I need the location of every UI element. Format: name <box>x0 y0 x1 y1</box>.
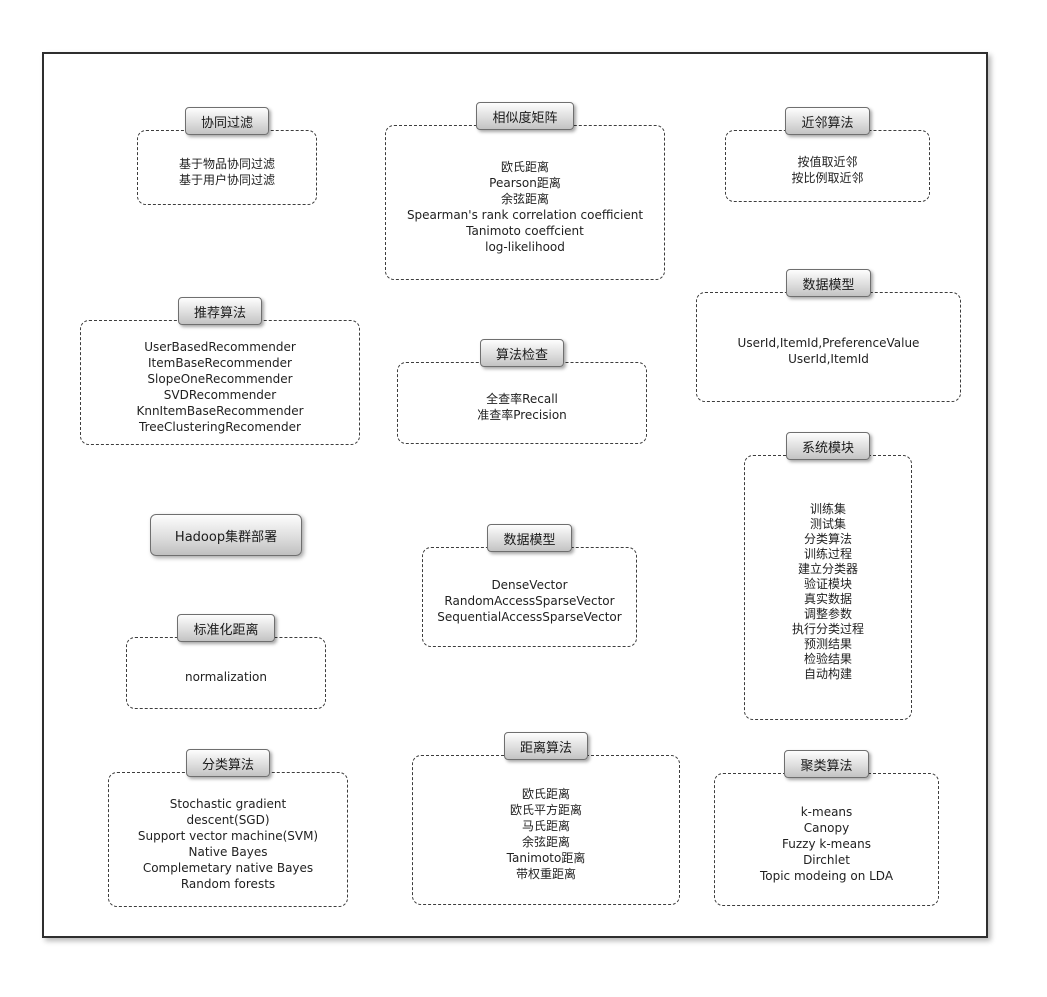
group-algorithm-evaluation: 算法检查 全查率Recall 准查率Precision <box>397 339 647 444</box>
node-title-data-model-vectors[interactable]: 数据模型 <box>487 524 572 552</box>
node-item: Stochastic gradient descent(SGD) <box>169 796 287 827</box>
node-body-distance-algorithms[interactable]: 欧氏距离 欧氏平方距离 马氏距离 余弦距离 Tanimoto距离 带权重距离 <box>412 755 680 905</box>
node-title-recommender-algorithms[interactable]: 推荐算法 <box>177 297 262 325</box>
node-title-nearest-neighbor[interactable]: 近邻算法 <box>785 107 870 135</box>
node-item: 调整参数 <box>803 606 852 621</box>
node-item: k-means <box>800 804 853 819</box>
node-item: UserBasedRecommender <box>144 339 296 354</box>
node-body-system-modules[interactable]: 训练集 测试集 分类算法 训练过程 建立分类器 验证模块 真实数据 调整参数 执… <box>744 455 912 720</box>
node-item: Fuzzy k-means <box>782 836 871 851</box>
node-item: 自动构建 <box>803 666 852 681</box>
hadoop-cluster-node[interactable]: Hadoop集群部署 <box>150 514 302 556</box>
node-item: TreeClusteringRecomender <box>139 419 301 434</box>
node-item: 基于用户协同过滤 <box>178 172 275 187</box>
node-body-normalized-distance[interactable]: normalization <box>126 637 326 709</box>
node-item: normalization <box>184 670 268 684</box>
node-title-data-model-preference[interactable]: 数据模型 <box>786 269 871 297</box>
node-item: 欧氏距离 <box>500 159 549 174</box>
diagram-frame: 协同过滤 基于物品协同过滤 基于用户协同过滤 相似度矩阵 欧氏距离 Pearso… <box>42 52 988 938</box>
node-item: Tanimoto距离 <box>506 851 586 865</box>
node-item: 真实数据 <box>803 591 852 606</box>
node-item: 训练过程 <box>803 546 852 561</box>
node-item: 带权重距离 <box>515 867 576 881</box>
node-item: ItemBaseRecommender <box>148 355 292 370</box>
group-collaborative-filtering: 协同过滤 基于物品协同过滤 基于用户协同过滤 <box>137 107 317 205</box>
node-item: RandomAccessSparseVector <box>444 594 615 608</box>
node-item: 执行分类过程 <box>791 621 864 636</box>
node-item: UserId,ItemId <box>788 352 869 366</box>
node-item: 分类算法 <box>803 531 852 546</box>
node-item: 余弦距离 <box>521 835 570 849</box>
node-item: SVDRecommender <box>163 387 277 402</box>
node-item: log-likelihood <box>485 239 565 254</box>
node-item: 准查率Precision <box>477 408 567 422</box>
node-item: 预测结果 <box>803 636 852 651</box>
node-item: 全查率Recall <box>486 392 558 406</box>
node-item: KnnItemBaseRecommender <box>136 403 304 418</box>
node-item: 按比例取近邻 <box>791 171 864 185</box>
node-title-clustering-algorithms[interactable]: 聚类算法 <box>784 750 869 778</box>
group-similarity-matrix: 相似度矩阵 欧氏距离 Pearson距离 余弦距离 Spearman's ran… <box>385 102 665 280</box>
node-body-clustering-algorithms[interactable]: k-means Canopy Fuzzy k-means Dirchlet To… <box>714 773 939 906</box>
node-title-similarity-matrix[interactable]: 相似度矩阵 <box>476 102 574 130</box>
node-item: 余弦距离 <box>500 191 549 206</box>
node-item: 欧氏平方距离 <box>509 803 582 817</box>
node-title-collaborative-filtering[interactable]: 协同过滤 <box>184 107 269 135</box>
group-clustering-algorithms: 聚类算法 k-means Canopy Fuzzy k-means Dirchl… <box>714 750 939 906</box>
node-item: 测试集 <box>809 516 846 531</box>
node-title-classification-algorithms[interactable]: 分类算法 <box>185 749 270 777</box>
node-item: Canopy <box>803 820 850 835</box>
node-title-distance-algorithms[interactable]: 距离算法 <box>503 732 588 760</box>
group-nearest-neighbor: 近邻算法 按值取近邻 按比例取近邻 <box>725 107 930 202</box>
node-item: Dirchlet <box>803 852 850 867</box>
node-item: 训练集 <box>809 501 846 516</box>
group-system-modules: 系统模块 训练集 测试集 分类算法 训练过程 建立分类器 验证模块 真实数据 调… <box>744 432 912 720</box>
node-item: 检验结果 <box>803 651 852 666</box>
node-item: 基于物品协同过滤 <box>178 156 275 171</box>
group-data-model-vectors: 数据模型 DenseVector RandomAccessSparseVecto… <box>422 524 637 647</box>
node-item: Random forests <box>180 876 276 891</box>
group-classification-algorithms: 分类算法 Stochastic gradient descent(SGD) Su… <box>108 749 348 907</box>
group-distance-algorithms: 距离算法 欧氏距离 欧氏平方距离 马氏距离 余弦距离 Tanimoto距离 带权… <box>412 732 680 905</box>
node-item: Spearman's rank correlation coefficient <box>406 207 644 222</box>
group-recommender-algorithms: 推荐算法 UserBasedRecommender ItemBaseRecomm… <box>80 297 360 445</box>
node-item: SlopeOneRecommender <box>147 371 293 386</box>
node-body-data-model-vectors[interactable]: DenseVector RandomAccessSparseVector Seq… <box>422 547 637 647</box>
node-body-algorithm-evaluation[interactable]: 全查率Recall 准查率Precision <box>397 362 647 444</box>
node-item: Native Bayes <box>188 844 268 859</box>
node-item: 按值取近邻 <box>797 155 858 169</box>
node-item: Support vector machine(SVM) <box>137 828 319 843</box>
node-title-normalized-distance[interactable]: 标准化距离 <box>177 614 275 642</box>
node-item: SequentialAccessSparseVector <box>437 610 622 624</box>
node-item: 验证模块 <box>803 576 852 591</box>
node-item: UserId,ItemId,PreferenceValue <box>737 336 920 350</box>
node-item: DenseVector <box>491 578 568 592</box>
node-item: 建立分类器 <box>797 561 858 576</box>
group-data-model-preference: 数据模型 UserId,ItemId,PreferenceValue UserI… <box>696 269 961 402</box>
node-title-system-modules[interactable]: 系统模块 <box>785 432 870 460</box>
node-item: Complemetary native Bayes <box>142 860 314 875</box>
node-body-classification-algorithms[interactable]: Stochastic gradient descent(SGD) Support… <box>108 772 348 907</box>
node-body-similarity-matrix[interactable]: 欧氏距离 Pearson距离 余弦距离 Spearman's rank corr… <box>385 125 665 280</box>
node-body-nearest-neighbor[interactable]: 按值取近邻 按比例取近邻 <box>725 130 930 202</box>
node-item: Pearson距离 <box>489 175 561 190</box>
node-body-recommender-algorithms[interactable]: UserBasedRecommender ItemBaseRecommender… <box>80 320 360 445</box>
node-body-collaborative-filtering[interactable]: 基于物品协同过滤 基于用户协同过滤 <box>137 130 317 205</box>
node-item: 马氏距离 <box>521 819 570 833</box>
node-item: Tanimoto coeffcient <box>466 223 584 238</box>
node-title-algorithm-evaluation[interactable]: 算法检查 <box>479 339 564 367</box>
node-item: 欧氏距离 <box>521 787 570 801</box>
group-normalized-distance: 标准化距离 normalization <box>126 614 326 709</box>
node-body-data-model-preference[interactable]: UserId,ItemId,PreferenceValue UserId,Ite… <box>696 292 961 402</box>
node-item: Topic modeing on LDA <box>759 868 894 883</box>
